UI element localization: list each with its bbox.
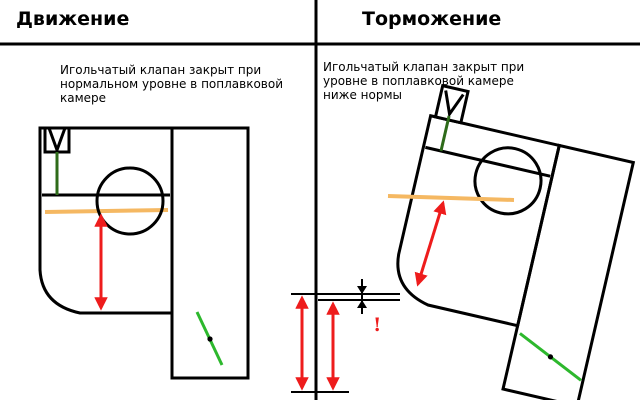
fuel-level-right [387, 194, 515, 202]
float-ceiling-right [425, 145, 551, 178]
height-arrow-right [414, 200, 447, 287]
braking-title: Торможение [362, 8, 502, 30]
braking-caption: Игольчатый клапан закрыт при уровне в по… [323, 60, 525, 102]
needle-tip-right [444, 90, 465, 118]
gap-arrowhead-up [357, 300, 367, 308]
float-right [473, 146, 543, 216]
level-comparison: ! [291, 279, 400, 393]
chamber-motion [38, 126, 250, 380]
chamber-braking [396, 83, 636, 400]
lever-pivot-right [547, 354, 554, 360]
motion-title: Движение [16, 8, 130, 30]
exclamation-mark: ! [373, 314, 381, 336]
gap-arrowhead-down [357, 286, 367, 294]
needle-tip-left [47, 127, 67, 155]
return-tube-left [170, 126, 250, 380]
chamber-outline-left [38, 126, 174, 315]
return-tube-right [501, 143, 636, 400]
chamber-outline-right [396, 113, 562, 328]
float-left [95, 166, 165, 236]
needle-stem-right [439, 115, 451, 152]
fuel-level-left [44, 208, 169, 214]
lever-pivot-left [207, 336, 213, 342]
motion-caption: Игольчатый клапан закрыт при нормальном … [60, 63, 284, 105]
